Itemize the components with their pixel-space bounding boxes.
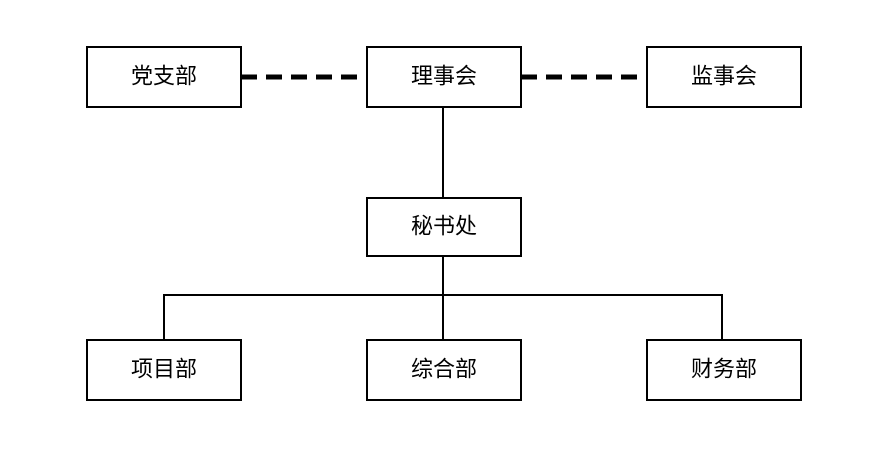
- node-finance-dept-label: 财务部: [691, 358, 757, 383]
- node-secretariat-label: 秘书处: [411, 215, 477, 240]
- node-project-dept-label: 项目部: [131, 358, 197, 383]
- node-council: 理事会: [366, 46, 522, 108]
- node-supervisory-board-label: 监事会: [691, 65, 757, 90]
- node-project-dept: 项目部: [86, 339, 242, 401]
- node-supervisory-board: 监事会: [646, 46, 802, 108]
- node-council-label: 理事会: [411, 65, 477, 90]
- node-party-branch: 党支部: [86, 46, 242, 108]
- node-general-dept: 综合部: [366, 339, 522, 401]
- node-general-dept-label: 综合部: [411, 358, 477, 383]
- node-finance-dept: 财务部: [646, 339, 802, 401]
- node-party-branch-label: 党支部: [131, 65, 197, 90]
- node-secretariat: 秘书处: [366, 197, 522, 257]
